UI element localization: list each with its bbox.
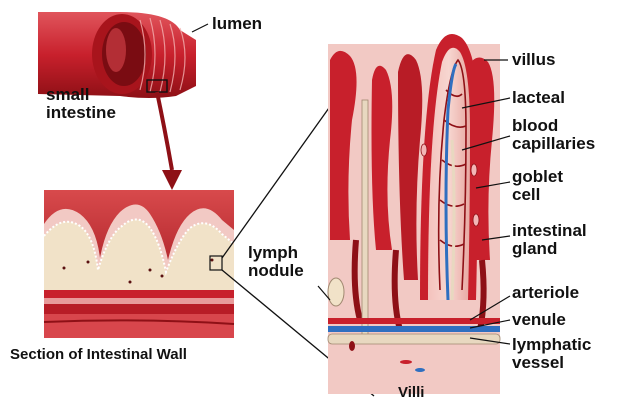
label-intestinal-gland: intestinal gland xyxy=(512,222,587,258)
label-lymph-nodule: lymph nodule xyxy=(248,244,304,280)
label-lumen: lumen xyxy=(212,15,262,32)
caption-villi: Villi xyxy=(398,384,424,401)
label-lymph-nodule-line1: lymph xyxy=(248,244,304,262)
label-goblet-cell-line1: goblet xyxy=(512,168,563,186)
label-small-intestine-line2: intestine xyxy=(46,104,116,122)
label-goblet-cell: goblet cell xyxy=(512,168,563,204)
label-arteriole: arteriole xyxy=(512,284,579,301)
label-goblet-cell-line2: cell xyxy=(512,186,563,204)
label-lacteal: lacteal xyxy=(512,89,565,106)
label-venule: venule xyxy=(512,311,566,328)
label-blood-capillaries: blood capillaries xyxy=(512,117,595,153)
label-lymphatic-vessel-line1: lymphatic xyxy=(512,336,591,354)
caption-intestinal-wall: Section of Intestinal Wall xyxy=(10,346,187,363)
villi-block xyxy=(328,34,500,394)
label-blood-capillaries-line1: blood xyxy=(512,117,595,135)
label-intestinal-gland-line1: intestinal xyxy=(512,222,587,240)
label-small-intestine-line1: small xyxy=(46,86,116,104)
label-intestinal-gland-line2: gland xyxy=(512,240,587,258)
label-lymphatic-vessel: lymphatic vessel xyxy=(512,336,591,372)
label-lymphatic-vessel-line2: vessel xyxy=(512,354,591,372)
label-villus: villus xyxy=(512,51,555,68)
label-blood-capillaries-line2: capillaries xyxy=(512,135,595,153)
label-lymph-nodule-line2: nodule xyxy=(248,262,304,280)
label-small-intestine: small intestine xyxy=(46,86,116,122)
